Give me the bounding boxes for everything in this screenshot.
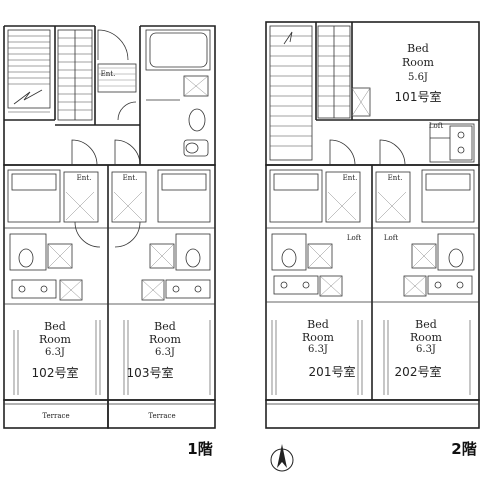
floor-2-kitchens bbox=[266, 139, 479, 229]
floor-2-balcony bbox=[265, 399, 480, 429]
room-201-size: 6.3J bbox=[308, 344, 328, 355]
floor-2-upper-outline bbox=[265, 21, 480, 166]
ent-label-103: Ent. bbox=[123, 174, 138, 182]
room-202-size: 6.3J bbox=[416, 344, 436, 355]
north-compass-icon bbox=[270, 444, 294, 472]
room-202-unit: 202号室 bbox=[395, 364, 442, 379]
room-202-name-line-1: Bed bbox=[415, 318, 437, 331]
loft-label-202: Loft bbox=[384, 234, 398, 242]
floor-1-common-stair bbox=[7, 29, 51, 113]
floor-2-stair-101 bbox=[315, 22, 479, 121]
loft-label-201: Loft bbox=[347, 234, 361, 242]
floor-2-loft-101 bbox=[351, 87, 475, 163]
room-102-name-line-1: Bed bbox=[44, 320, 66, 333]
floor-1-bathroom-101 bbox=[145, 29, 211, 157]
terrace-103-label: Terrace bbox=[148, 412, 175, 420]
room-101-unit: 101号室 bbox=[395, 89, 442, 104]
floor-2-common-stair bbox=[269, 25, 313, 161]
terrace-102-label: Terrace bbox=[42, 412, 69, 420]
room-101: Bed Room 5.6J 101号室 bbox=[395, 42, 442, 104]
room-102-size: 6.3J bbox=[45, 347, 65, 358]
floor-2-bedroom-windows bbox=[271, 320, 471, 395]
floor-1-bedroom-windows bbox=[13, 320, 211, 395]
room-201-name-line-1: Bed bbox=[307, 318, 329, 331]
floor-1-wet-areas bbox=[4, 227, 215, 305]
floor-1-stair-101 bbox=[57, 29, 93, 121]
room-101-size: 5.6J bbox=[408, 72, 428, 83]
floor-1-plan bbox=[3, 25, 216, 429]
ent-label-201: Ent. bbox=[343, 174, 358, 182]
room-103-unit: 103号室 bbox=[127, 365, 174, 380]
room-202-name-line-2: Room bbox=[410, 331, 443, 344]
ent-label-202: Ent. bbox=[388, 174, 403, 182]
room-103-name-line-1: Bed bbox=[154, 320, 176, 333]
room-201-name-line-2: Room bbox=[302, 331, 335, 344]
room-101-name: Room bbox=[402, 56, 435, 69]
terrace-103 bbox=[107, 399, 216, 429]
ent-label-101: Ent. bbox=[101, 70, 116, 78]
floor-1-label: 1階 bbox=[187, 440, 212, 458]
floor-1-kitchens bbox=[7, 139, 211, 248]
room-201-unit: 201号室 bbox=[309, 364, 356, 379]
room-102-unit: 102号室 bbox=[32, 365, 79, 380]
room-103-name-line-2: Room bbox=[149, 333, 182, 346]
floor-2-plan bbox=[265, 21, 480, 429]
floor-1-terraces bbox=[3, 399, 216, 429]
loft-label-101: Loft bbox=[429, 122, 443, 130]
floor-1-entry-101 bbox=[97, 29, 137, 121]
floor-2-wet-areas bbox=[266, 233, 479, 303]
floor-2-label: 2階 bbox=[451, 440, 476, 458]
room-102-name-line-2: Room bbox=[39, 333, 72, 346]
room-101-name-top: Bed bbox=[407, 42, 429, 55]
ent-label-102: Ent. bbox=[77, 174, 92, 182]
room-103-size: 6.3J bbox=[155, 347, 175, 358]
